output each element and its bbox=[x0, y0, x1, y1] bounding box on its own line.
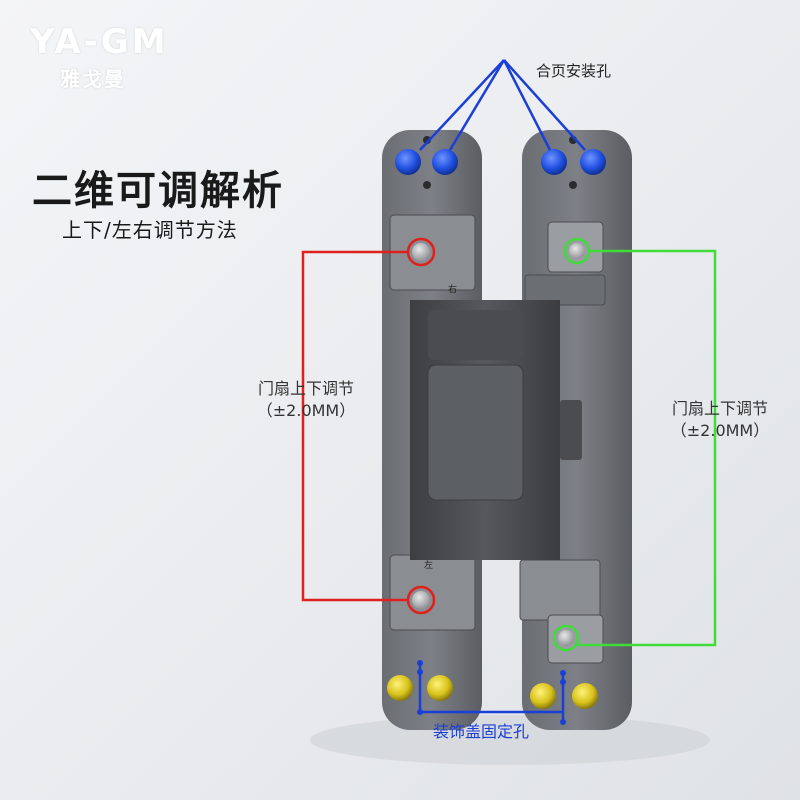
hinge-mounting-screws bbox=[395, 136, 606, 189]
left-adjust-label-line2: （±2.0MM） bbox=[256, 401, 356, 420]
cover-screw bbox=[387, 675, 413, 701]
page-title: 二维可调解析 bbox=[32, 168, 284, 214]
brand-logo-text: YA-GM bbox=[30, 22, 169, 62]
plate-mark-right: 右 bbox=[448, 283, 457, 295]
mounting-screw bbox=[432, 149, 458, 175]
plate-mark-left: 左 bbox=[424, 559, 433, 571]
cover-fixing-screws bbox=[387, 675, 598, 709]
left-adjust-bracket bbox=[301, 237, 436, 615]
left-adjust-label: 门扇上下调节 （±2.0MM） bbox=[236, 378, 376, 422]
adjust-bolt-bottom-left bbox=[412, 591, 430, 609]
page-subtitle: 上下/左右调节方法 bbox=[62, 218, 238, 242]
hinge-body bbox=[410, 300, 582, 560]
cover-holes-label: 装饰盖固定孔 bbox=[433, 722, 530, 741]
cover-holes-bracket bbox=[417, 660, 566, 725]
brand-logo-subtitle: 雅戈曼 bbox=[60, 67, 126, 91]
right-adjust-label-line1: 门扇上下调节 bbox=[671, 399, 768, 418]
adjust-bolt-top-left bbox=[412, 243, 430, 261]
left-adjust-label-line1: 门扇上下调节 bbox=[257, 379, 354, 398]
hinge-holes-callout bbox=[419, 59, 586, 151]
right-adjust-label: 门扇上下调节 （±2.0MM） bbox=[650, 398, 790, 442]
adjust-bolt-bottom-right bbox=[558, 630, 574, 646]
mounting-screw bbox=[541, 149, 567, 175]
right-adjust-bracket bbox=[552, 237, 717, 652]
hinge-holes-label: 合页安装孔 bbox=[536, 62, 612, 80]
cover-screw bbox=[572, 683, 598, 709]
mounting-screw bbox=[395, 149, 421, 175]
cover-screw bbox=[427, 675, 453, 701]
mounting-screw bbox=[580, 149, 606, 175]
cover-screw bbox=[530, 683, 556, 709]
right-adjust-label-line2: （±2.0MM） bbox=[670, 421, 770, 440]
adjust-bolt-top-right bbox=[569, 243, 585, 259]
